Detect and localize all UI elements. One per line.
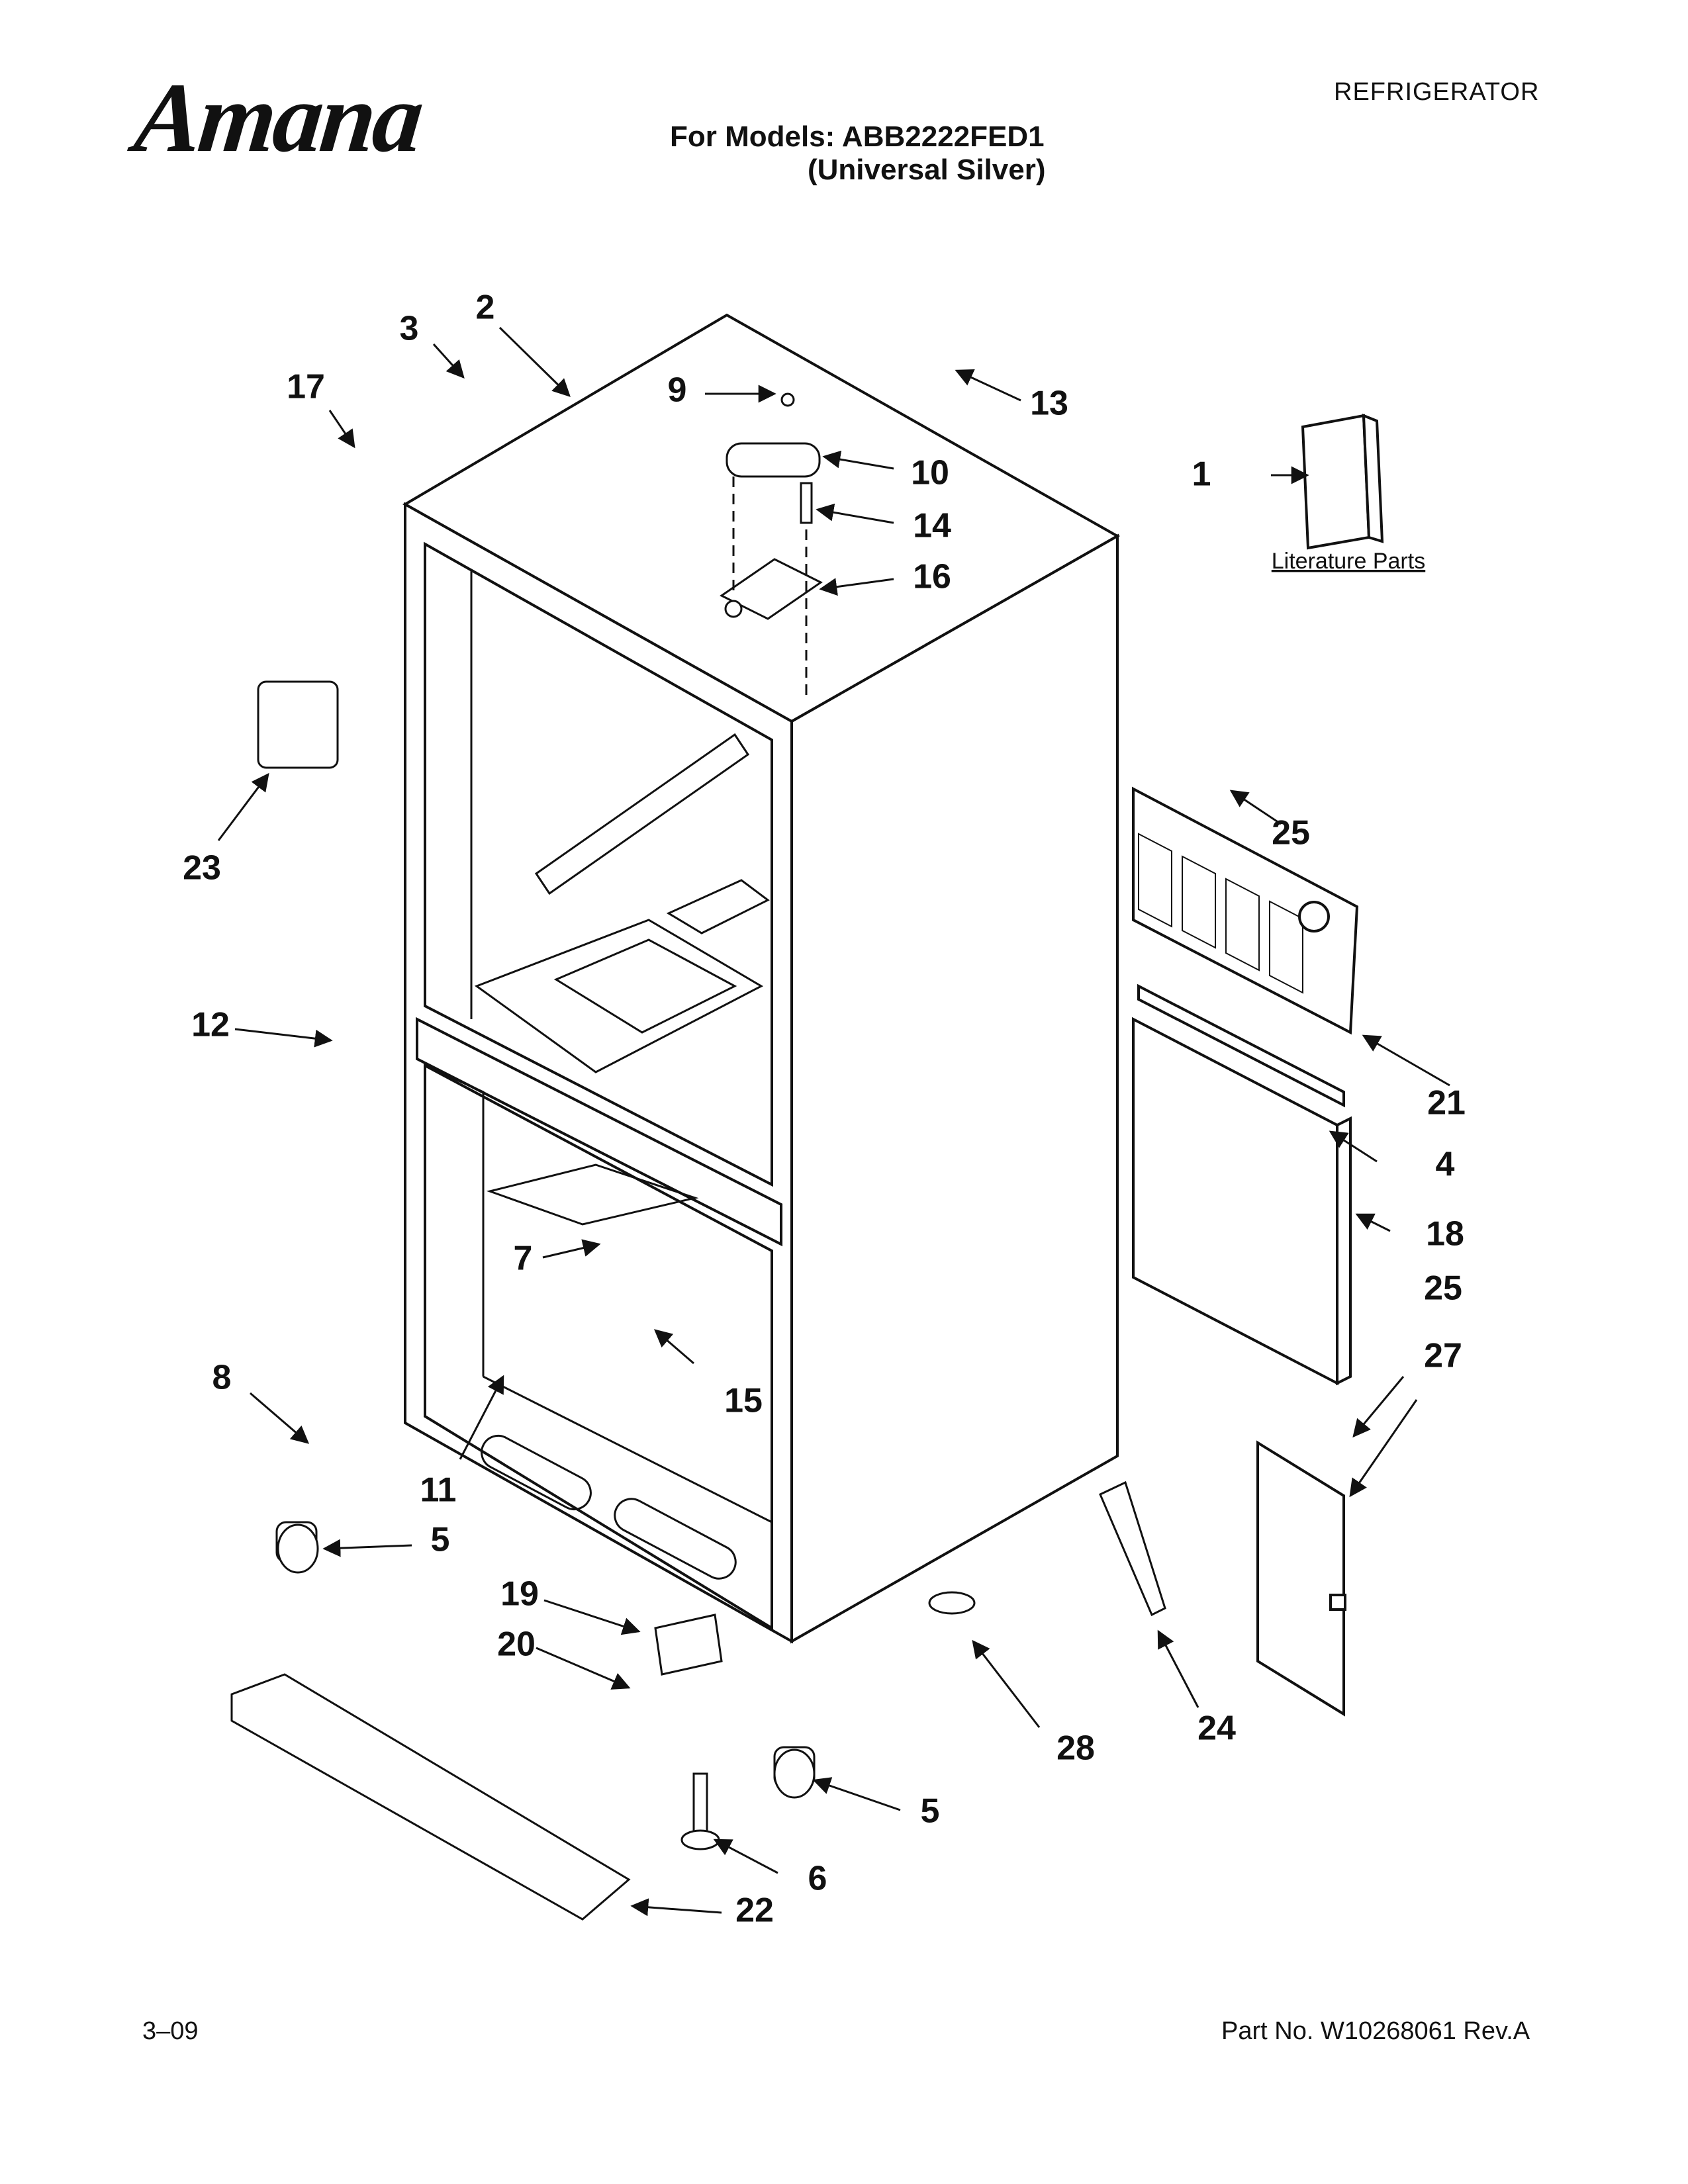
back-panel — [1256, 1440, 1346, 1717]
callout-27: 27 — [1424, 1337, 1462, 1375]
callout-23: 23 — [183, 849, 221, 887]
callout-11: 11 — [420, 1471, 457, 1510]
literature-label: Literature Parts — [1272, 549, 1425, 574]
callout-6: 6 — [808, 1860, 827, 1898]
leader-lines — [217, 326, 1450, 1917]
callout-12: 12 — [191, 1006, 230, 1044]
callout-25-lower: 25 — [1424, 1269, 1462, 1308]
mullion — [416, 1017, 782, 1247]
callout-14: 14 — [913, 507, 951, 545]
callout-9: 9 — [668, 371, 687, 410]
callout-19: 19 — [500, 1575, 539, 1614]
model-color: (Universal Silver) — [808, 154, 1046, 186]
callout-25-upper: 25 — [1272, 814, 1310, 852]
callout-21: 21 — [1427, 1084, 1466, 1122]
callout-5-right: 5 — [921, 1792, 940, 1831]
callout-28: 28 — [1056, 1729, 1095, 1768]
callout-24: 24 — [1197, 1709, 1236, 1748]
callout-8: 8 — [212, 1359, 232, 1397]
callout-13: 13 — [1030, 385, 1068, 423]
callout-2: 2 — [476, 289, 495, 327]
access-panel — [1132, 786, 1359, 1386]
callout-15: 15 — [724, 1382, 763, 1420]
callout-20: 20 — [497, 1625, 536, 1664]
callout-22: 22 — [735, 1891, 774, 1930]
hardware-parts — [230, 680, 1166, 1921]
freezer-opening — [424, 1063, 773, 1631]
literature-booklet — [1301, 413, 1384, 550]
callout-4: 4 — [1436, 1146, 1455, 1184]
callout-1: 1 — [1192, 455, 1211, 494]
callout-17: 17 — [287, 368, 325, 406]
callout-18: 18 — [1426, 1215, 1464, 1253]
models-line: For Models: ABB2222FED1 — [670, 120, 1045, 153]
appliance-category: REFRIGERATOR — [1334, 78, 1540, 106]
callout-5-left: 5 — [431, 1521, 450, 1559]
cabinet — [402, 313, 1121, 1644]
callouts: 1 2 3 4 5 5 6 7 8 9 10 11 12 13 14 15 16… — [183, 289, 1466, 1930]
part-number: Part No. W10268061 Rev.A — [1221, 2017, 1530, 2045]
revision-date: 3–09 — [142, 2017, 199, 2045]
callout-7: 7 — [514, 1240, 533, 1278]
callout-3: 3 — [400, 310, 419, 348]
cabinet-front — [404, 502, 793, 1644]
callout-16: 16 — [913, 558, 951, 596]
cabinet-side — [790, 533, 1119, 1644]
callout-10: 10 — [911, 454, 949, 492]
